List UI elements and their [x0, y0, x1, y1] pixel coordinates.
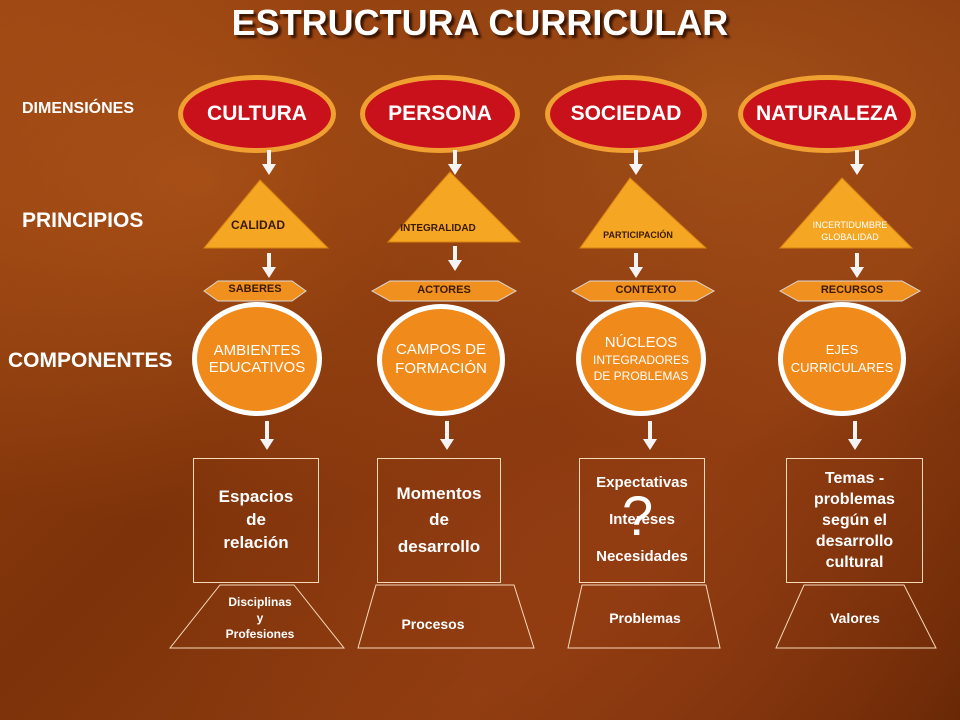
- principle-triangle: [202, 179, 330, 249]
- component-line: AMBIENTES: [213, 342, 301, 359]
- component-line: FORMACIÓN: [395, 360, 487, 377]
- principle-line: INCERTIDUMBRE: [812, 220, 888, 230]
- box-line: relación: [223, 532, 289, 552]
- component-line: DE PROBLEMAS: [593, 369, 689, 383]
- row-label-dimensiones: DIMENSIÓNES: [22, 100, 135, 117]
- box-line: de: [429, 510, 449, 530]
- base-label: Valores: [830, 610, 880, 626]
- detail-box: Espacios de relación: [193, 458, 319, 583]
- row-label-componentes: COMPONENTES: [8, 349, 173, 372]
- principle-triangle: [778, 177, 914, 249]
- principle-triangle: [386, 171, 522, 243]
- principle-line: GLOBALIDAD: [821, 231, 879, 242]
- base-line: y: [256, 611, 264, 626]
- base-label: Disciplinas y Profesiones: [205, 594, 315, 643]
- arrow-down-icon: [850, 150, 864, 175]
- component-line: CURRICULARES: [790, 360, 894, 375]
- detail-box: Momentos de desarrollo: [377, 458, 501, 583]
- question-mark-icon: ?: [622, 484, 654, 547]
- dimension-label: CULTURA: [207, 102, 307, 125]
- box-line: de: [246, 510, 266, 530]
- box-line: Intereses: [609, 511, 675, 529]
- box-line: cultural: [825, 554, 884, 572]
- component-line: EDUCATIVOS: [208, 359, 306, 376]
- base-trapezoid: [775, 584, 937, 649]
- box-line: desarrollo: [397, 536, 481, 556]
- box-line: Necesidades: [596, 547, 688, 565]
- dimension-label: NATURALEZA: [756, 102, 898, 125]
- hexagon-label: SABERES: [228, 283, 282, 295]
- arrow-down-icon: [440, 421, 454, 450]
- box-line: según el: [822, 511, 887, 529]
- dimension-oval-cultura: CULTURA: [178, 75, 336, 153]
- box-line: Momentos: [396, 483, 482, 503]
- arrow-down-icon: [643, 421, 657, 450]
- dimension-label: PERSONA: [388, 102, 492, 125]
- component-line: NÚCLEOS: [604, 333, 678, 351]
- base-label: Procesos: [401, 616, 465, 632]
- base-label: Problemas: [609, 610, 681, 626]
- component-circle: EJES CURRICULARES: [778, 302, 906, 416]
- detail-box: Expectativas Intereses Necesidades: [579, 458, 705, 583]
- component-circle: NÚCLEOS INTEGRADORES DE PROBLEMAS: [576, 302, 706, 416]
- box-line: problemas: [814, 490, 895, 508]
- row-label-principios: PRINCIPIOS: [22, 209, 144, 232]
- base-line: Disciplinas: [228, 595, 292, 609]
- principle-label: PARTICIPACIÓN: [603, 230, 673, 240]
- box-line: Espacios: [218, 487, 294, 507]
- arrow-down-icon: [262, 253, 276, 278]
- arrow-down-icon: [629, 150, 643, 175]
- page-title: ESTRUCTURA CURRICULAR: [231, 2, 729, 43]
- box-line: desarrollo: [815, 533, 894, 551]
- detail-box: Temas - problemas según el desarrollo cu…: [786, 458, 923, 583]
- component-circle: CAMPOS DE FORMACIÓN: [377, 304, 505, 416]
- principle-label: INCERTIDUMBRE GLOBALIDAD: [790, 220, 910, 243]
- dimension-oval-naturaleza: NATURALEZA: [738, 75, 916, 153]
- hexagon-label: ACTORES: [417, 284, 471, 296]
- base-trapezoid: [567, 584, 721, 649]
- arrow-down-icon: [629, 253, 643, 278]
- arrow-down-icon: [448, 246, 462, 271]
- dimension-oval-persona: PERSONA: [360, 75, 520, 153]
- hexagon-label: CONTEXTO: [615, 284, 677, 296]
- hexagon-label: RECURSOS: [820, 284, 884, 296]
- hexagon-shape: [203, 280, 307, 302]
- component-line: EJES: [825, 341, 859, 357]
- box-line: Expectativas: [596, 474, 688, 492]
- component-line: CAMPOS DE: [395, 341, 486, 359]
- base-trapezoid: [357, 584, 535, 649]
- component-line: INTEGRADORES: [592, 352, 689, 367]
- dimension-label: SOCIEDAD: [570, 102, 682, 125]
- principle-triangle: [579, 177, 708, 249]
- principle-label: CALIDAD: [231, 218, 285, 232]
- arrow-down-icon: [448, 150, 462, 175]
- dimension-oval-sociedad: SOCIEDAD: [545, 75, 707, 153]
- hexagon-shape: [370, 280, 518, 302]
- base-trapezoid: [168, 584, 346, 649]
- principle-label: INTEGRALIDAD: [400, 223, 476, 234]
- arrow-down-icon: [848, 421, 862, 450]
- box-line: Temas -: [824, 469, 885, 487]
- component-circle: AMBIENTES EDUCATIVOS: [192, 302, 322, 416]
- base-line: Profesiones: [225, 627, 295, 642]
- arrow-down-icon: [262, 150, 276, 175]
- arrow-down-icon: [850, 253, 864, 278]
- hexagon-shape: [778, 280, 922, 302]
- arrow-down-icon: [260, 421, 274, 450]
- hexagon-shape: [570, 280, 716, 302]
